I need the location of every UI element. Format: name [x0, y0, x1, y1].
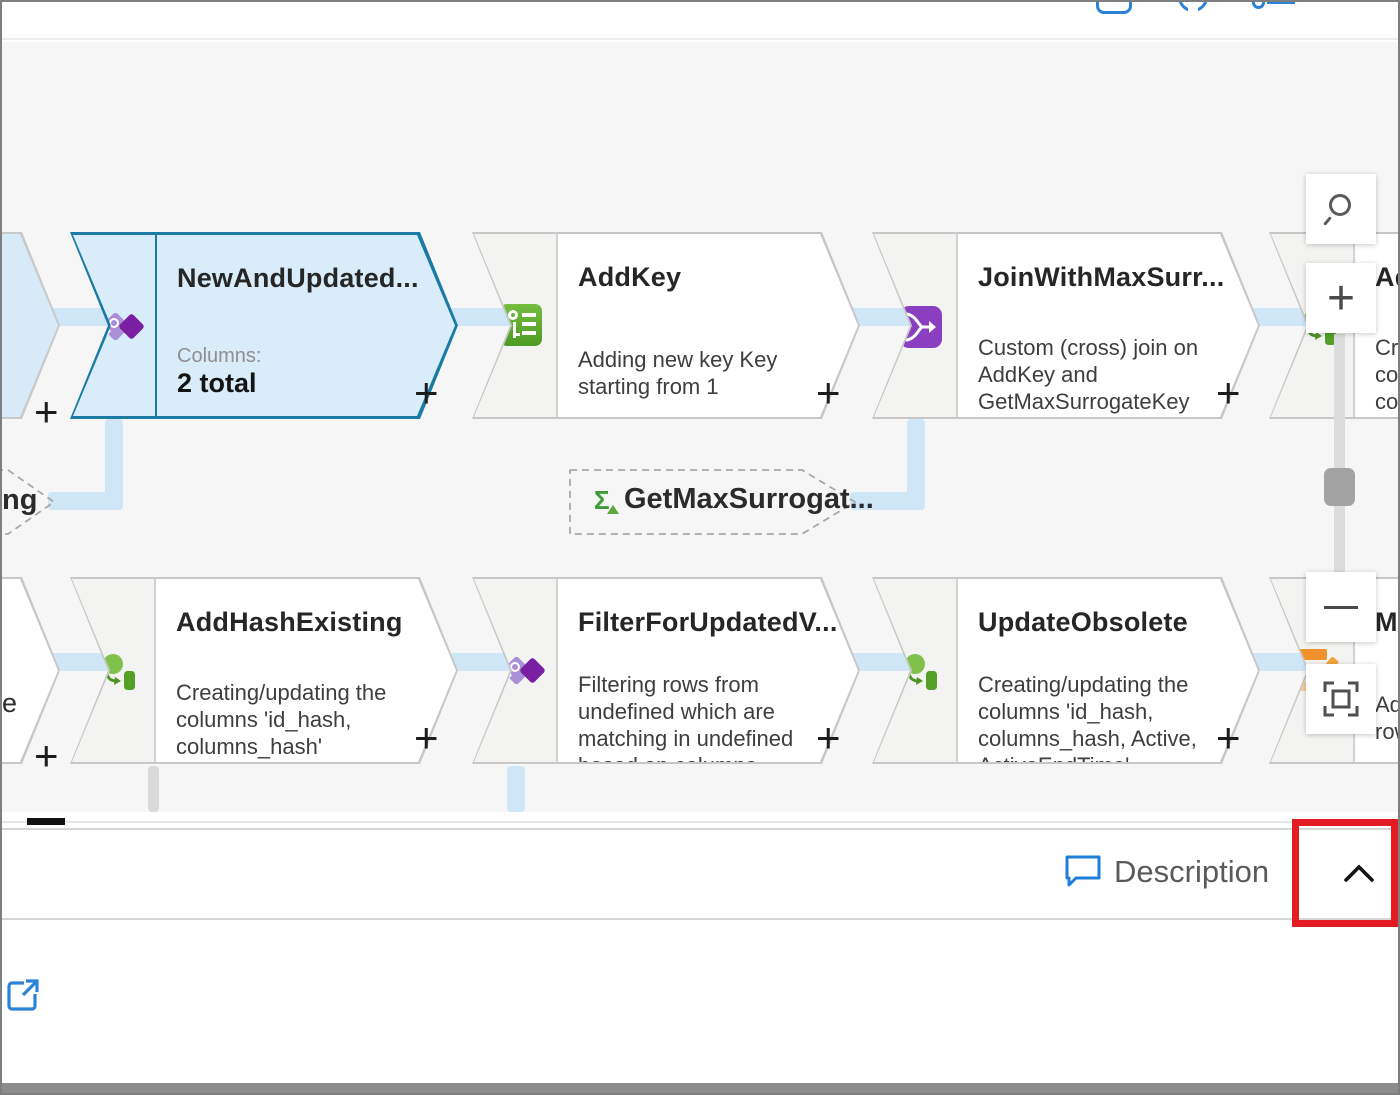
zoom-to-fit-button[interactable] — [1306, 664, 1376, 734]
add-transformation-button[interactable]: + — [414, 714, 439, 761]
node-title: Ad — [1375, 262, 1395, 292]
connector — [449, 308, 513, 326]
aggregate-icon: Σ — [594, 485, 619, 516]
node-join-with-max-surrogate[interactable]: JoinWithMaxSurr... Custom (cross) join o… — [872, 232, 1260, 419]
surrogate-key-icon — [500, 304, 542, 346]
comment-bubble-icon — [1065, 855, 1101, 887]
connector — [449, 653, 513, 671]
node-text-fragment: e — [2, 688, 18, 718]
connector — [1251, 653, 1309, 671]
add-transformation-button[interactable]: + — [1216, 369, 1241, 416]
node-new-and-updated[interactable]: NewAndUpdated... Columns: 2 total + — [70, 232, 458, 419]
connector — [46, 308, 110, 326]
node-title: NewAndUpdated... — [177, 263, 419, 293]
add-transformation-button[interactable]: + — [34, 732, 59, 779]
node-title: ng — [2, 484, 38, 516]
divider — [2, 828, 1398, 830]
node-left-bottom-partial[interactable] — [2, 577, 60, 764]
exists-transformation-icon — [101, 307, 147, 351]
add-transformation-button[interactable]: + — [34, 388, 59, 435]
panel-resize-line — [2, 821, 1398, 823]
window-bottom-border — [2, 1083, 1398, 1093]
add-transformation-button[interactable]: + — [1216, 714, 1241, 761]
plus-icon: + — [1326, 271, 1356, 325]
node-description: Custom (cross) join on AddKey and GetMax… — [978, 335, 1199, 414]
zoom-slider-thumb[interactable] — [1324, 468, 1355, 506]
node-title: AddKey — [578, 262, 682, 292]
add-transformation-button[interactable]: + — [414, 369, 439, 416]
top-header — [2, 2, 1398, 40]
node-add-hash-existing[interactable]: AddHashExisting Creating/updating the co… — [70, 577, 458, 764]
add-transformation-button[interactable]: + — [816, 714, 841, 761]
highlight-annotation-box — [1292, 819, 1398, 927]
node-title: JoinWithMaxSurr... — [978, 262, 1225, 292]
node-update-obsolete[interactable]: UpdateObsolete Creating/updating the col… — [872, 577, 1260, 764]
zoom-out-button[interactable] — [1306, 572, 1376, 642]
node-description: Creating/updating the columns 'id_hash, … — [978, 672, 1197, 778]
node-icon-strip — [73, 235, 157, 416]
node-filter-for-updated[interactable]: FilterForUpdatedV... Filtering rows from… — [472, 577, 860, 764]
connector-elbow — [105, 419, 123, 505]
connector — [1251, 308, 1309, 326]
exists-transformation-icon — [502, 651, 548, 695]
fit-to-screen-icon — [1323, 681, 1359, 717]
panel-resize-handle[interactable] — [27, 818, 65, 825]
zoom-in-button[interactable]: + — [1306, 263, 1376, 333]
minus-icon — [1324, 605, 1358, 609]
node-title: FilterForUpdatedV... — [578, 607, 838, 637]
node-description: Ad row — [1375, 692, 1398, 744]
connector-down — [507, 766, 525, 812]
search-icon — [1323, 194, 1356, 226]
connector — [849, 308, 913, 326]
connector — [46, 653, 110, 671]
node-add-key[interactable]: AddKey Adding new key Key starting from … — [472, 232, 860, 419]
add-transformation-button[interactable]: + — [816, 369, 841, 416]
refresh-icon[interactable] — [1178, 2, 1208, 14]
node-get-max-surrogate[interactable] — [568, 468, 860, 536]
connector — [849, 653, 913, 671]
dataflow-canvas[interactable]: + NewAndUpdated... Columns: 2 total + Ad… — [2, 42, 1398, 812]
node-description: Cre col col M — [1375, 335, 1398, 441]
join-transformation-icon — [900, 306, 946, 350]
connector-down — [148, 766, 159, 812]
node-title: Ma — [1375, 607, 1398, 637]
description-panel-header — [2, 830, 1398, 918]
node-description: Adding new key Key starting from 1 — [578, 347, 778, 399]
node-title: UpdateObsolete — [978, 607, 1188, 637]
node-upstream-partial[interactable] — [2, 232, 60, 419]
open-in-new-window-icon[interactable] — [4, 976, 42, 1014]
zoom-slider-track[interactable] — [1334, 334, 1345, 574]
collapse-chevron-up-icon[interactable] — [1342, 860, 1376, 888]
connector-elbow — [48, 492, 123, 510]
search-button[interactable] — [1306, 174, 1376, 244]
connector-elbow — [907, 419, 925, 505]
node-title: GetMaxSurrogat... — [624, 483, 874, 515]
description-label: Description — [1114, 854, 1270, 889]
connector-elbow — [850, 492, 925, 510]
node-description: Creating/updating the columns 'id_hash, … — [176, 680, 387, 759]
node-title: AddHashExisting — [176, 607, 403, 637]
divider — [2, 918, 1398, 920]
columns-label: Columns: — [177, 345, 262, 367]
columns-value: 2 total — [177, 368, 257, 398]
validate-icon[interactable] — [1096, 2, 1132, 14]
